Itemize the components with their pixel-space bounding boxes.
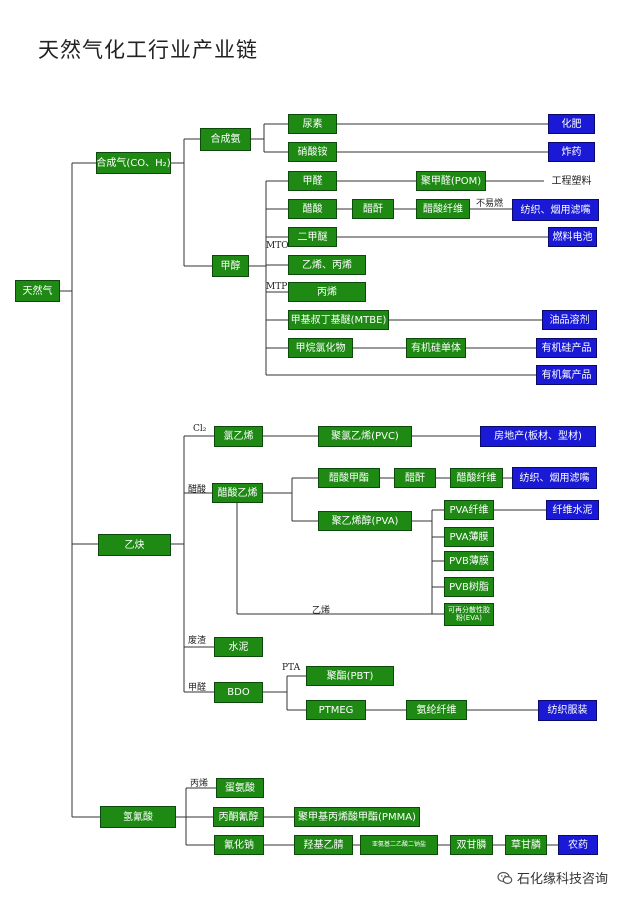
node-huafei: 化肥 <box>548 114 595 134</box>
node-qinghuana: 氰化钠 <box>214 835 264 855</box>
label-yixi: 乙烯 <box>312 606 331 616</box>
node-danansuan: 蛋氨酸 <box>216 778 264 798</box>
node-pbt: 聚酯(PBT) <box>306 666 394 686</box>
node-jiaquan: 甲醛 <box>288 171 337 191</box>
node-pmma: 聚甲基丙烯酸甲酯(PMMA) <box>294 807 420 827</box>
node-cusuan: 醋酸 <box>288 199 337 219</box>
node-jiachun: 甲醇 <box>212 255 249 277</box>
node-cusuanyixi: 醋酸乙烯 <box>212 483 263 503</box>
node-qiangjiyijing: 羟基乙腈 <box>294 835 353 855</box>
node-cusuanjiazhi: 醋酸甲酯 <box>318 468 380 488</box>
label-feizha: 废渣 <box>188 636 207 646</box>
node-zhayao: 炸药 <box>548 142 595 162</box>
node-shuanggan: 双甘膦 <box>450 835 493 855</box>
wechat-icon <box>497 871 513 884</box>
node-mtbe: 甲基叔丁基醚(MTBE) <box>288 310 389 330</box>
node-ranliaodianchi: 燃料电池 <box>548 227 597 247</box>
node-lvyixi: 氯乙烯 <box>214 426 263 447</box>
node-eva: 可再分散性胶粉(EVA) <box>444 603 494 626</box>
node-cugan-1: 醋酐 <box>352 199 394 219</box>
node-hechengqi: 合成气(CO、H₂) <box>96 152 171 174</box>
node-gongchengsuliao: 工程塑料 <box>544 171 599 191</box>
node-yique: 乙炔 <box>98 534 171 556</box>
node-pvbbomo: PVB薄膜 <box>444 551 494 571</box>
node-pvaxianwei: PVA纤维 <box>444 500 494 520</box>
node-fangdichan: 房地产(板材、型材) <box>480 426 596 447</box>
node-yixibingxi: 乙烯、丙烯 <box>288 255 366 275</box>
node-erjiami: 二甲醚 <box>288 227 337 247</box>
label-jiaquan: 甲醛 <box>188 683 207 693</box>
node-bingxi: 丙烯 <box>288 282 366 302</box>
node-anlunxianwei: 氨纶纤维 <box>406 700 467 720</box>
label-mtp: MTP <box>266 282 288 292</box>
node-hechengan: 合成氨 <box>200 128 251 151</box>
node-nongyao: 农药 <box>558 835 598 855</box>
node-xiaosuanan: 硝酸铵 <box>288 142 337 162</box>
node-cusuanxianwei-2: 醋酸纤维 <box>450 468 503 488</box>
node-tianranqi: 天然气 <box>15 280 60 302</box>
label-cl2: Cl₂ <box>193 424 207 434</box>
label-mto: MTO <box>266 241 289 251</box>
node-bdo: BDO <box>214 682 263 703</box>
label-pta: PTA <box>282 663 301 673</box>
node-ptmeg: PTMEG <box>306 700 366 720</box>
watermark: 石化缘科技咨询 <box>497 868 608 887</box>
node-xianweishuini: 纤维水泥 <box>546 500 599 520</box>
node-pvc: 聚氯乙烯(PVC) <box>318 426 412 447</box>
label-bingxi: 丙烯 <box>190 779 209 789</box>
node-qingqingsuan: 氢氰酸 <box>100 806 176 828</box>
node-fangzhi-1: 纺织、烟用滤嘴 <box>512 199 599 221</box>
node-pvbshuzhi: PVB树脂 <box>444 577 494 597</box>
label-cusuan: 醋酸 <box>188 485 207 495</box>
node-pom: 聚甲醛(POM) <box>416 171 486 191</box>
node-fangzhifuzhuang: 纺织服装 <box>538 700 597 721</box>
node-pvabomo: PVA薄膜 <box>444 527 494 547</box>
node-fangzhi-2: 纺织、烟用滤嘴 <box>512 467 597 489</box>
node-shuini: 水泥 <box>214 637 263 657</box>
node-yaanjieryisuan: 亚氨基二乙酸二钠盐 <box>360 835 438 855</box>
watermark-text: 石化缘科技咨询 <box>517 872 609 887</box>
node-caoganlin: 草甘膦 <box>505 835 547 855</box>
node-cusuanxianwei-1: 醋酸纤维 <box>416 199 470 219</box>
node-bingtongqingchun: 丙酮氰醇 <box>213 807 264 827</box>
node-pva: 聚乙烯醇(PVA) <box>318 511 412 531</box>
node-youpinrongji: 油品溶剂 <box>542 310 597 330</box>
node-jiawanlvhuawu: 甲烷氯化物 <box>288 338 353 358</box>
node-cugan-2: 醋酐 <box>394 468 436 488</box>
node-youjiguidanti: 有机硅单体 <box>406 338 466 358</box>
page-title: 天然气化工行业产业链 <box>38 38 258 62</box>
label-bunuran: 不易燃 <box>476 199 504 209</box>
node-youjiguichanpin: 有机硅产品 <box>536 338 597 358</box>
node-niaosu: 尿素 <box>288 114 337 134</box>
node-youjifuchanpin: 有机氟产品 <box>536 365 597 385</box>
